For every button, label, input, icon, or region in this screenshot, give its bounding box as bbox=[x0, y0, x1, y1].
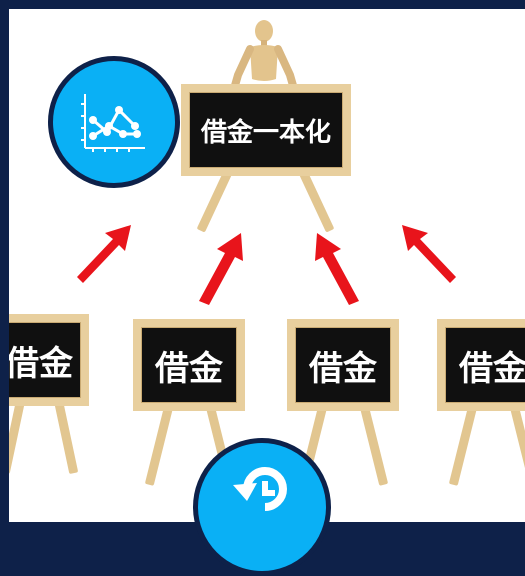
easel-3: 借金 bbox=[287, 319, 399, 486]
main-easel: 借金一本化 bbox=[181, 84, 351, 233]
board-label: 借金 bbox=[133, 319, 245, 411]
arrow-3 bbox=[315, 233, 359, 305]
line-chart-icon[interactable] bbox=[48, 56, 180, 188]
easel-2: 借金 bbox=[133, 319, 245, 486]
arrow-2 bbox=[199, 233, 243, 305]
board-label: 借金 bbox=[287, 319, 399, 411]
illustration: 借金一本化 借金 借金 借金 借金 bbox=[9, 9, 525, 522]
arrow-1 bbox=[77, 225, 131, 283]
history-glyph bbox=[233, 467, 287, 511]
main-board-label: 借金一本化 bbox=[181, 84, 351, 176]
easel-1: 借金 bbox=[9, 314, 89, 475]
easel-4: 借金 bbox=[437, 319, 525, 486]
board-label: 借金 bbox=[437, 319, 525, 411]
board-label: 借金 bbox=[9, 314, 89, 406]
arrow-4 bbox=[402, 225, 456, 283]
history-icon[interactable] bbox=[193, 438, 331, 576]
line-chart-glyph bbox=[81, 94, 145, 152]
